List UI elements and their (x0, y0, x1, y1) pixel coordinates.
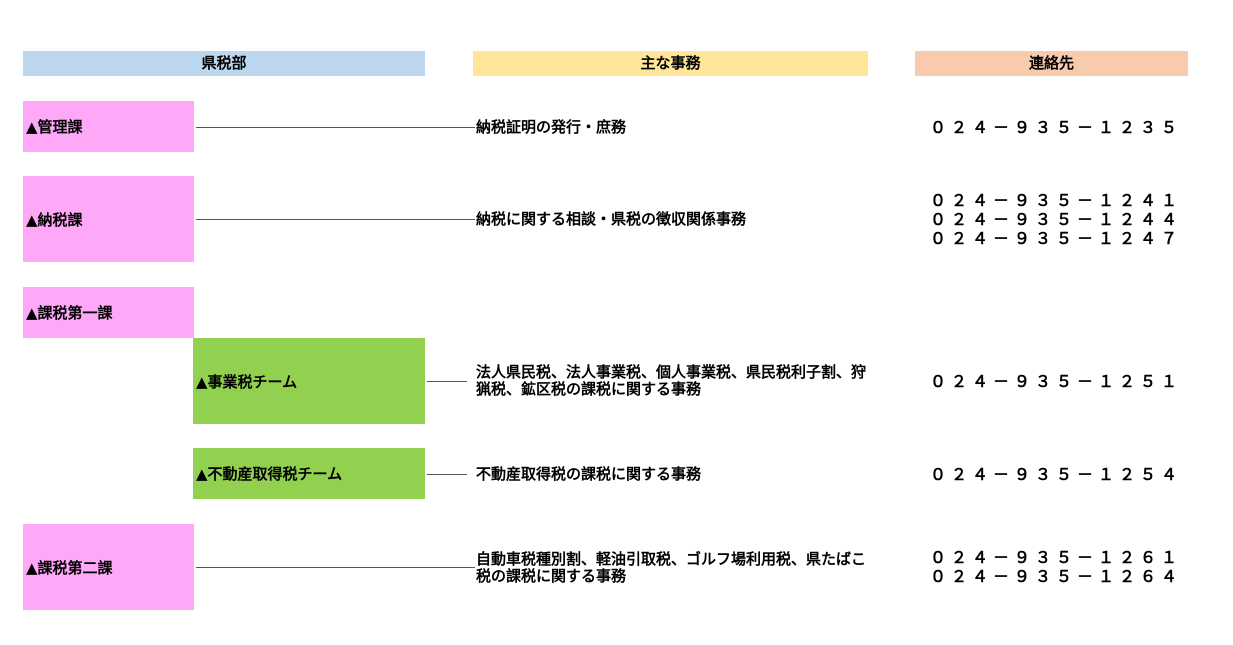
connector-line (427, 381, 467, 382)
connector-line (196, 127, 475, 128)
header-contact: 連絡先 (915, 51, 1188, 76)
division-label: ▲課税第一課 (26, 304, 113, 322)
division-label: ▲納税課 (26, 210, 83, 229)
duty-nouzei: 納税に関する相談・県税の徴収関係事務 (476, 209, 747, 228)
team-label: ▲不動産取得税チーム (196, 465, 343, 483)
connector-line (196, 219, 475, 220)
phone-number: ０２４－９３５－１２６４ (930, 567, 1183, 586)
division-nouzei: ▲納税課 (23, 176, 194, 262)
connector-line (427, 474, 467, 475)
phone-number: ０２４－９３５－１２５４ (930, 464, 1183, 484)
phone-number: ０２４－９３５－１２５１ (930, 371, 1183, 391)
header-main-duties: 主な事務 (473, 51, 868, 76)
division-kazei-1: ▲課税第一課 (23, 287, 194, 338)
contact-kanri: ０２４－９３５－１２３５ (930, 116, 1210, 138)
contact-kazei-2: ０２４－９３５－１２６１ ０２４－９３５－１２６４ (930, 545, 1210, 589)
duty-kanri: 納税証明の発行・庶務 (476, 117, 627, 136)
contact-fudousan: ０２４－９３５－１２５４ (930, 463, 1210, 485)
division-label: ▲管理課 (26, 118, 83, 136)
duty-kazei-2: 自動車税種別割、軽油引取税、ゴルフ場利用税、県たばこ税の課税に関する事務 (476, 550, 867, 585)
contact-jigyouzei: ０２４－９３５－１２５１ (930, 370, 1210, 392)
phone-number: ０２４－９３５－１２４４ (930, 209, 1183, 229)
phone-number: ０２４－９３５－１２４１ (930, 190, 1183, 210)
team-jigyouzei: ▲事業税チーム (193, 338, 425, 424)
division-kazei-2: ▲課税第二課 (23, 524, 194, 610)
phone-number: ０２４－９３５－１２３５ (930, 117, 1183, 137)
team-fudousan: ▲不動産取得税チーム (193, 448, 425, 499)
team-label: ▲事業税チーム (196, 372, 298, 391)
phone-number: ０２４－９３５－１２４７ (930, 228, 1183, 248)
duty-jigyouzei: 法人県民税、法人事業税、個人事業税、県民税利子割、狩猟税、鉱区税の課税に関する事… (476, 363, 867, 398)
header-department: 県税部 (23, 51, 425, 76)
contact-nouzei: ０２４－９３５－１２４１ ０２４－９３５－１２４４ ０２４－９３５－１２４７ (930, 187, 1210, 251)
phone-number: ０２４－９３５－１２６１ (930, 548, 1183, 567)
division-label: ▲課税第二課 (26, 558, 113, 577)
connector-line (196, 567, 475, 568)
division-kanri: ▲管理課 (23, 101, 194, 152)
duty-fudousan: 不動産取得税の課税に関する事務 (476, 464, 702, 483)
